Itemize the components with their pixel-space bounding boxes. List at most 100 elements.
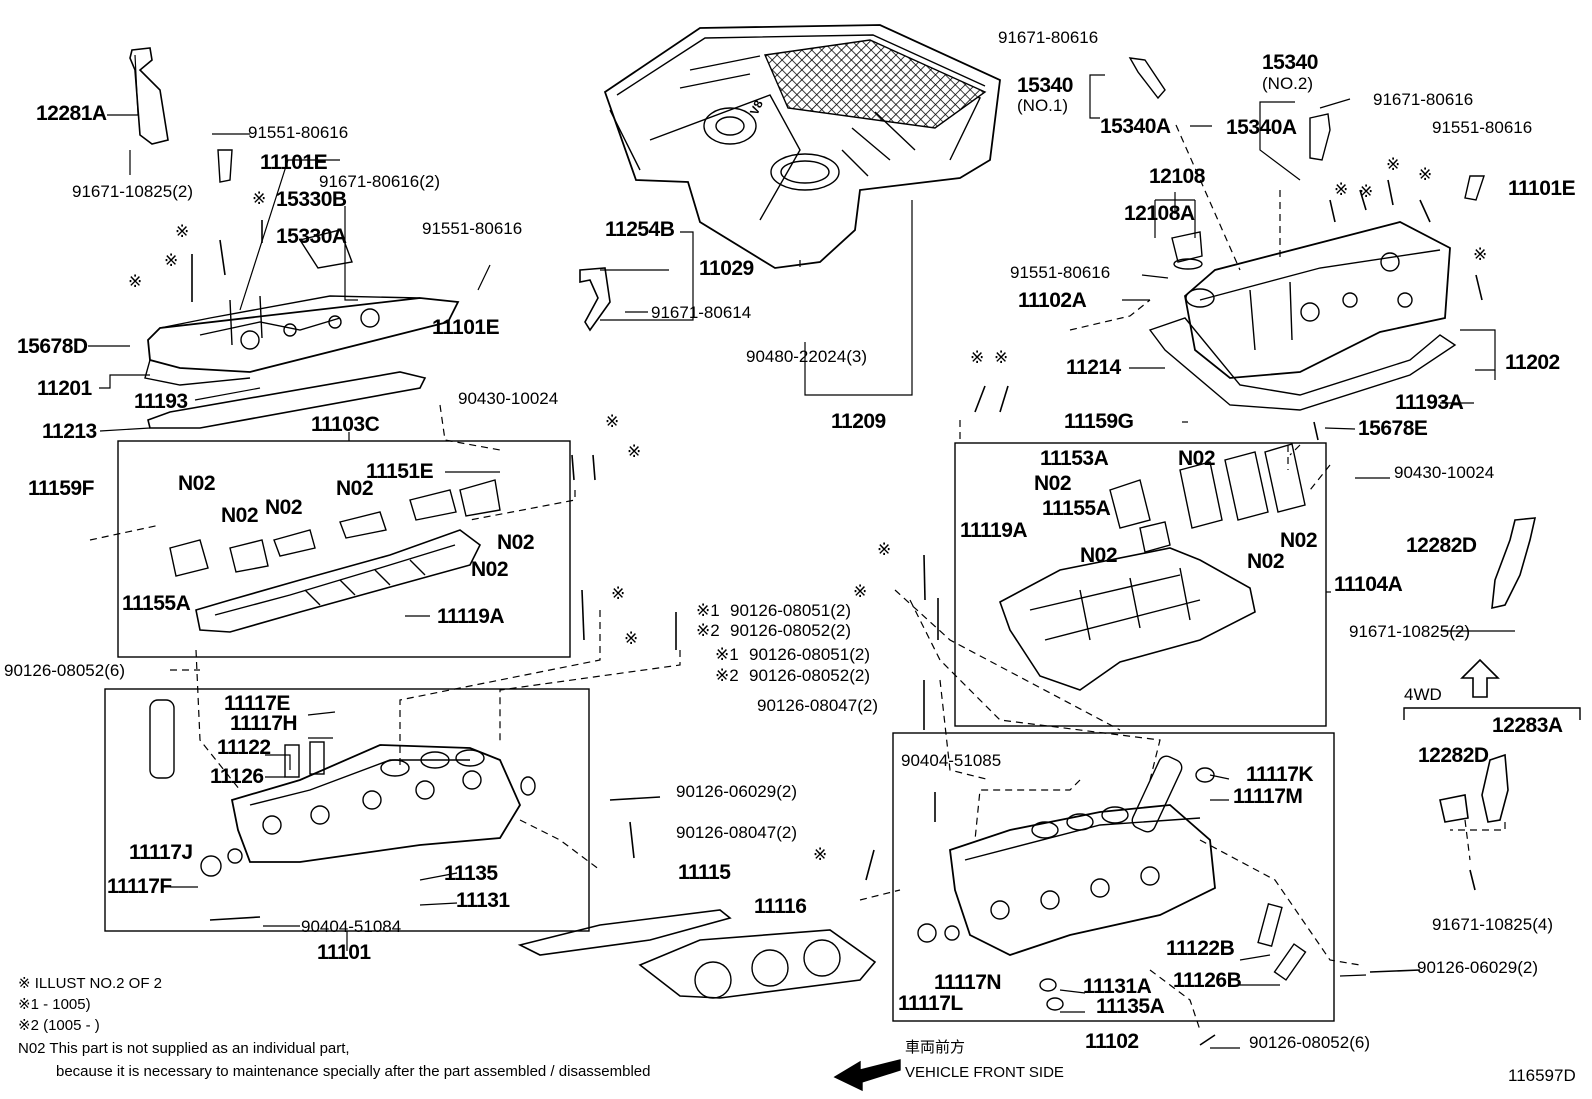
label-91671-10825-4: 91671-10825(4) bbox=[1432, 915, 1553, 934]
label-15330a: 15330A bbox=[276, 225, 347, 248]
mark-ref: ※ bbox=[624, 629, 639, 648]
label-11135a: 11135A bbox=[1096, 995, 1165, 1018]
label-12281a: 12281A bbox=[36, 102, 107, 125]
bolts bbox=[191, 179, 1483, 1046]
label-11214: 11214 bbox=[1066, 356, 1121, 379]
label-12283a: 12283A bbox=[1492, 714, 1563, 737]
label-91551-80616: 91551-80616 bbox=[248, 123, 349, 142]
bracket-12282d bbox=[1491, 517, 1537, 610]
label-90126-08047-2b: 90126-08047(2) bbox=[676, 823, 797, 842]
label-11115: 11115 bbox=[678, 861, 731, 884]
label-11117m: 11117M bbox=[1233, 785, 1303, 808]
valve-cover-right bbox=[1148, 221, 1457, 411]
mark-ref: ※ bbox=[1473, 245, 1488, 264]
cylinder-head-left bbox=[149, 699, 536, 877]
label-15340a-a: 15340A bbox=[1100, 115, 1171, 138]
box-11102 bbox=[892, 732, 1335, 1022]
label-90126-06029-2: 90126-06029(2) bbox=[676, 782, 797, 801]
cover-text: V8 bbox=[747, 98, 766, 118]
label-11201: 11201 bbox=[37, 377, 92, 400]
mark-ref: ※ bbox=[1334, 180, 1349, 199]
label-n02-r2: N02 bbox=[1034, 472, 1072, 495]
label-n02-d: N02 bbox=[336, 477, 374, 500]
label-11116: 11116 bbox=[754, 895, 807, 918]
label-11155a: 11155A bbox=[122, 592, 191, 615]
label-11101e: 11101E bbox=[260, 151, 328, 174]
mark-ref: ※ bbox=[853, 582, 868, 601]
label-91551-80616b: 91551-80616 bbox=[422, 219, 523, 238]
label-90126-08052-6r: 90126-08052(6) bbox=[1249, 1033, 1370, 1052]
note-front-jp: 車両前方 bbox=[905, 1039, 966, 1056]
label-11213: 11213 bbox=[42, 420, 97, 443]
label-n02-c: N02 bbox=[265, 496, 303, 519]
label-11102: 11102 bbox=[1085, 1030, 1139, 1053]
label-12282d: 12282D bbox=[1406, 534, 1477, 557]
mark-ref2-a: ※2 bbox=[696, 621, 720, 640]
label-11126: 11126 bbox=[210, 765, 264, 788]
label-11151e: 11151E bbox=[366, 460, 434, 483]
mark-ref1-b: ※1 bbox=[715, 645, 739, 664]
part-number: 116597D bbox=[1508, 1066, 1576, 1085]
label-11117j: 11117J bbox=[129, 841, 193, 864]
label-11131: 11131 bbox=[456, 889, 510, 912]
gasket-11213 bbox=[147, 371, 427, 429]
label-11103c: 11103C bbox=[311, 413, 380, 436]
label-91671-10825-2r: 91671-10825(2) bbox=[1349, 622, 1470, 641]
label-11155a-r: 11155A bbox=[1042, 497, 1111, 520]
label-11135: 11135 bbox=[444, 862, 498, 885]
label-11101: 11101 bbox=[317, 941, 371, 964]
mark-ref: ※ bbox=[252, 189, 267, 208]
label-91671-10825-2: 91671-10825(2) bbox=[72, 182, 193, 201]
label-15678d: 15678D bbox=[17, 335, 88, 358]
label-11159f: 11159F bbox=[28, 477, 94, 500]
dashed-lines bbox=[89, 124, 1506, 1031]
label-91671-80616-top: 91671-80616 bbox=[998, 28, 1099, 47]
mark-ref: ※ bbox=[627, 442, 642, 461]
mark-ref: ※ bbox=[164, 251, 179, 270]
valve-cover-left bbox=[144, 295, 460, 386]
head-gasket-11116 bbox=[638, 929, 877, 999]
label-90126-08047-2: 90126-08047(2) bbox=[757, 696, 878, 715]
label-11202: 11202 bbox=[1505, 351, 1560, 374]
label-11102a: 11102A bbox=[1018, 289, 1087, 312]
label-11117k: 11117K bbox=[1246, 763, 1314, 786]
label-n02-e: N02 bbox=[497, 531, 535, 554]
label-11119a: 11119A bbox=[437, 605, 505, 628]
oil-cap-12108 bbox=[1171, 231, 1203, 270]
mark-ref: ※ bbox=[970, 348, 985, 367]
mark-ref: ※ bbox=[175, 222, 190, 241]
mark-ref: ※ bbox=[1359, 182, 1374, 201]
label-15340-no2: 15340 bbox=[1262, 51, 1318, 74]
note-range1: ※1 - 1005) bbox=[18, 996, 91, 1013]
mark-ref2-b: ※2 bbox=[715, 666, 739, 685]
box-11103c bbox=[117, 440, 571, 658]
label-n02-f: N02 bbox=[471, 558, 509, 581]
label-15678e: 15678E bbox=[1358, 417, 1428, 440]
label-12282d-b: 12282D bbox=[1418, 744, 1489, 767]
mark-ref: ※ bbox=[128, 272, 143, 291]
bracket-11029 bbox=[579, 267, 611, 332]
cam-housing-left bbox=[169, 479, 501, 633]
note-n02-line2: because it is necessary to maintenance s… bbox=[56, 1063, 651, 1080]
label-90480-22024-3: 90480-22024(3) bbox=[746, 347, 867, 366]
label-11193: 11193 bbox=[134, 390, 188, 413]
label-11122: 11122 bbox=[217, 736, 271, 759]
label-90404-51084: 90404-51084 bbox=[301, 917, 402, 936]
label-11101e-b: 11101E bbox=[432, 316, 500, 339]
note-range2: ※2 (1005 - ) bbox=[18, 1017, 100, 1034]
label-11131a: 11131A bbox=[1083, 975, 1152, 998]
label-11193a: 11193A bbox=[1395, 391, 1464, 414]
leader-lines bbox=[88, 54, 1515, 1049]
note-n02-line1: N02 This part is not supplied as an indi… bbox=[18, 1040, 350, 1057]
mark-ref: ※ bbox=[877, 540, 892, 559]
label-11117l: 11117L bbox=[898, 992, 963, 1015]
box-11104a bbox=[954, 442, 1327, 727]
label-no1: (NO.1) bbox=[1017, 96, 1068, 115]
bracket-4wd-12283a bbox=[1481, 753, 1509, 823]
cylinder-head-right bbox=[917, 755, 1307, 1011]
mark-ref: ※ bbox=[611, 584, 626, 603]
mark-ref: ※ bbox=[1418, 165, 1433, 184]
label-11117e: 11117E bbox=[224, 692, 290, 715]
label-11101e-r: 11101E bbox=[1508, 177, 1576, 200]
